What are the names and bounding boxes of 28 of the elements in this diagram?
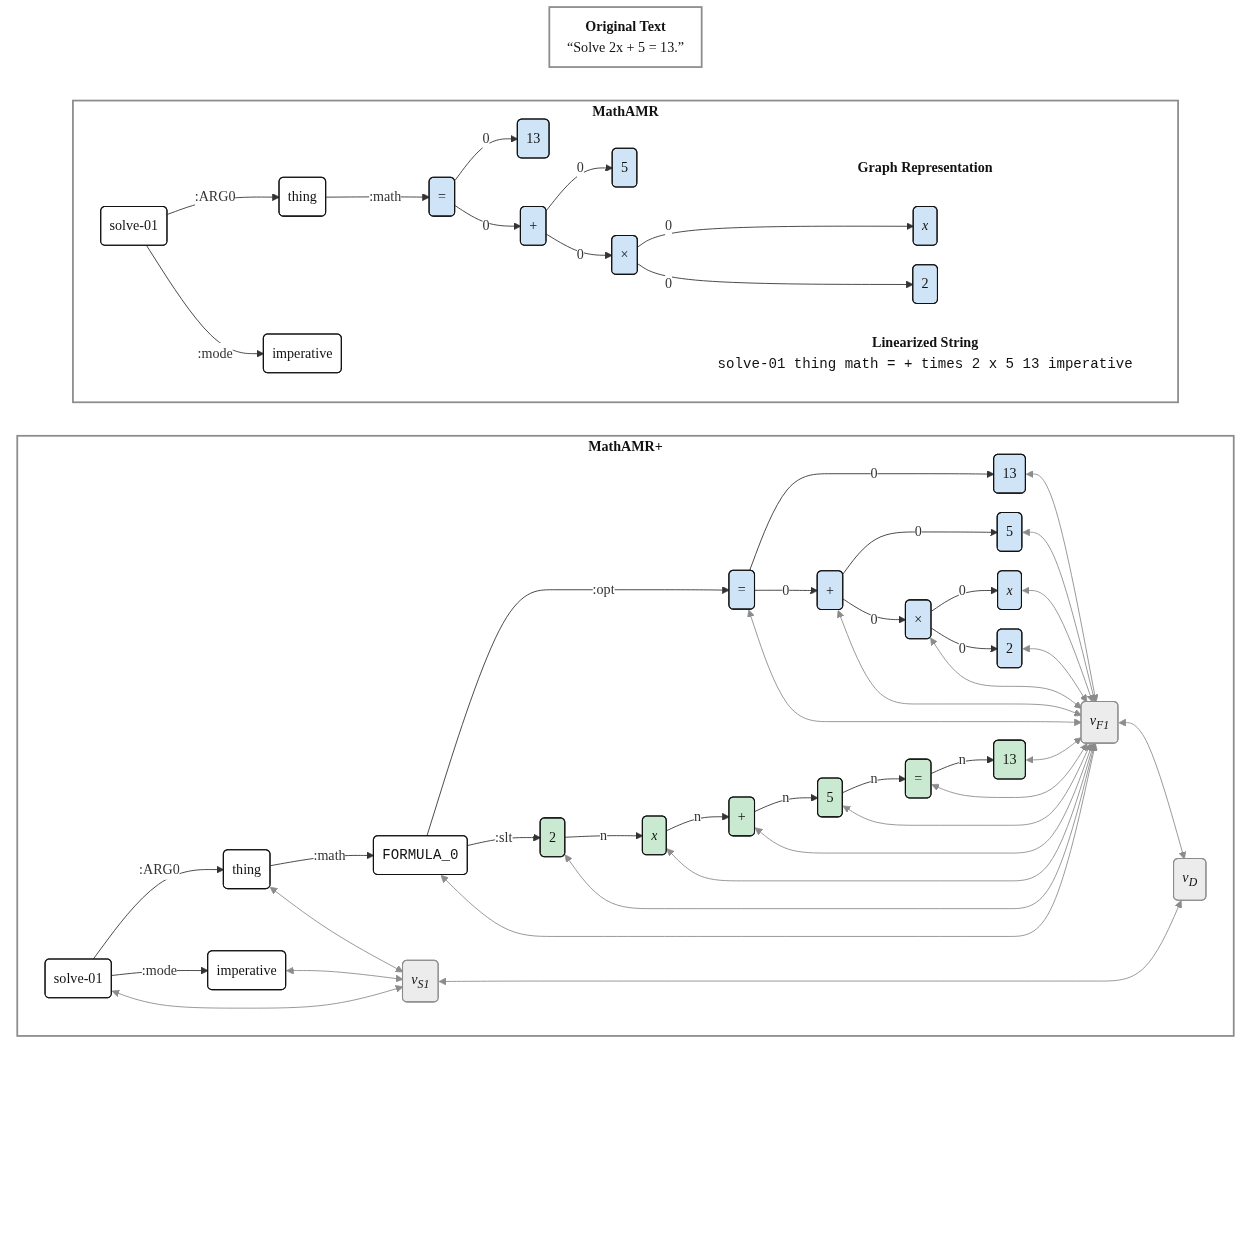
node-text: Linearized String solve-01 thing math = + times 2 x 5 13 imperative xyxy=(717,334,1133,373)
edge-label: n xyxy=(600,827,608,843)
edge-label: 0 xyxy=(782,582,790,598)
edge-label: 0 xyxy=(958,582,966,598)
edge-label: :mode xyxy=(141,962,178,978)
edge-label: :ARG0 xyxy=(194,188,236,204)
edge-label: n xyxy=(694,808,702,824)
edge-label: 0 xyxy=(914,524,922,540)
edge-label: 0 xyxy=(870,611,878,627)
node-box: Original Text “Solve 2x + 5 = 13.” xyxy=(548,6,703,68)
edge-label: n xyxy=(958,751,966,767)
edge-label: :slt xyxy=(495,829,513,845)
edge-label: n xyxy=(870,770,878,786)
edge-label: :mode xyxy=(197,345,233,361)
edge-label: 0 xyxy=(482,217,490,233)
node-text: Graph Representation xyxy=(857,159,993,175)
edge-label: 0 xyxy=(958,640,966,656)
edge-label: 0 xyxy=(576,247,584,263)
edge-label: :math xyxy=(313,847,346,863)
edge-label: 0 xyxy=(576,159,584,175)
edge-label: 0 xyxy=(870,465,878,481)
edge-label: 0 xyxy=(665,217,673,233)
edge-label: 0 xyxy=(482,130,490,146)
edge-label: :ARG0 xyxy=(139,861,180,877)
edge-label: 0 xyxy=(665,276,673,292)
edge-label: n xyxy=(782,789,790,805)
edge-label: :math xyxy=(369,188,402,204)
edge-label: :opt xyxy=(592,581,615,597)
